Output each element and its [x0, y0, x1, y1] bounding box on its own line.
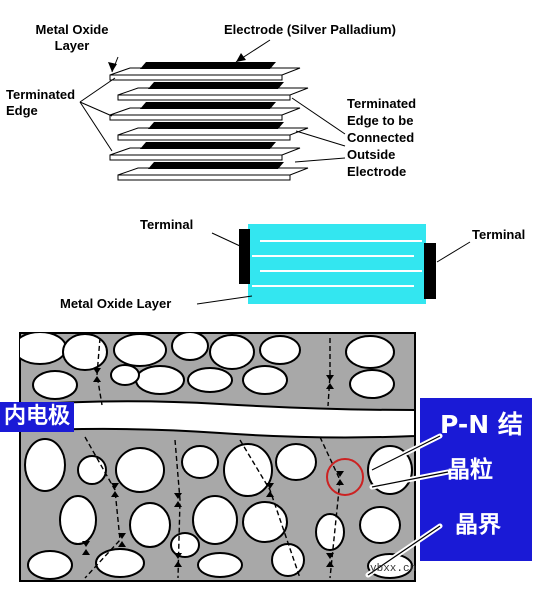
grain-blob [24, 438, 66, 492]
electrode-plate [140, 62, 276, 69]
inner-electrode-band [20, 400, 415, 439]
grain-blob [315, 513, 345, 551]
grain-blob [242, 365, 288, 395]
grain-blob [59, 495, 97, 545]
junction-arrow [174, 561, 182, 567]
chip-body [248, 224, 426, 304]
grain-blob [223, 443, 273, 497]
grain-blob [170, 532, 200, 558]
label-electrode: Electrode (Silver Palladium) [224, 22, 396, 37]
grain-blob [259, 335, 301, 365]
junction-arrow [326, 561, 334, 567]
junction-arrow [336, 479, 344, 485]
grain-blob [242, 501, 288, 543]
grain-blob [345, 335, 395, 369]
label-grain: 晶粒 [447, 457, 493, 483]
junction-arrow [266, 483, 274, 489]
grain-blob [113, 333, 167, 367]
terminal-left-cap [239, 229, 250, 284]
grain-blob [359, 506, 401, 544]
junction-arrow [118, 541, 126, 547]
junction-arrow [93, 376, 101, 382]
grain-blob [77, 455, 107, 485]
junction-arrow [174, 553, 182, 559]
junction-arrow [336, 471, 344, 477]
grain-blob [271, 543, 305, 577]
junction-arrow [266, 491, 274, 497]
watermark: ybxx.cn [370, 563, 417, 575]
grain-blob [209, 334, 255, 370]
electrode-plate [148, 162, 284, 169]
label-terminal-left: Terminal [140, 217, 194, 232]
junction-arrow [326, 375, 334, 381]
electrode-plate [140, 102, 276, 109]
grain-blob [181, 445, 219, 479]
label-panel [420, 398, 532, 561]
label-grain-boundary: 晶界 [455, 512, 501, 538]
grain-blob [349, 369, 395, 399]
grain-blob [192, 495, 238, 545]
label-metal-oxide-layer-top: Metal Oxide Layer [35, 22, 109, 53]
junction-arrow [82, 549, 90, 555]
label-pn-junction: P-N 结 [440, 410, 523, 439]
label-inner-electrode: 内电极 [0, 402, 75, 432]
grain-blob [275, 443, 317, 481]
junction-arrow [93, 368, 101, 374]
grain-blob [115, 447, 165, 493]
junction-arrow [174, 493, 182, 499]
junction-arrow [118, 533, 126, 539]
junction-arrow [174, 501, 182, 507]
pn-junction-circle [326, 458, 364, 496]
junction-arrow [111, 483, 119, 489]
grain-blob [27, 550, 73, 580]
electrode-plate [148, 82, 284, 89]
grain-blob [62, 333, 108, 371]
grain-blob [32, 370, 78, 400]
junction-arrow [82, 541, 90, 547]
terminal-right-cap [424, 243, 436, 299]
junction-arrow [326, 383, 334, 389]
grain-blob [95, 548, 145, 578]
grain-blob [129, 502, 171, 548]
grain-blob [171, 333, 209, 361]
grain-blob [135, 365, 185, 395]
grain-blob [110, 364, 140, 386]
stacked-layers-diagram [79, 39, 346, 181]
electrode-plate [148, 122, 284, 129]
grain-blob [20, 333, 67, 365]
electrode-plate [140, 142, 276, 149]
junction-arrow [111, 491, 119, 497]
grain-blob [367, 553, 413, 579]
chip-diagram [196, 224, 471, 305]
label-terminated-edge-connected: Terminated Edge to be Connected Outside … [347, 96, 417, 179]
grain-blob [187, 367, 233, 393]
grain-blob [197, 552, 243, 578]
label-metal-oxide-layer-middle: Metal Oxide Layer [60, 296, 172, 311]
label-terminated-edge: Terminated Edge [6, 87, 76, 118]
label-terminal-right: Terminal [472, 227, 526, 242]
junction-arrow [326, 553, 334, 559]
